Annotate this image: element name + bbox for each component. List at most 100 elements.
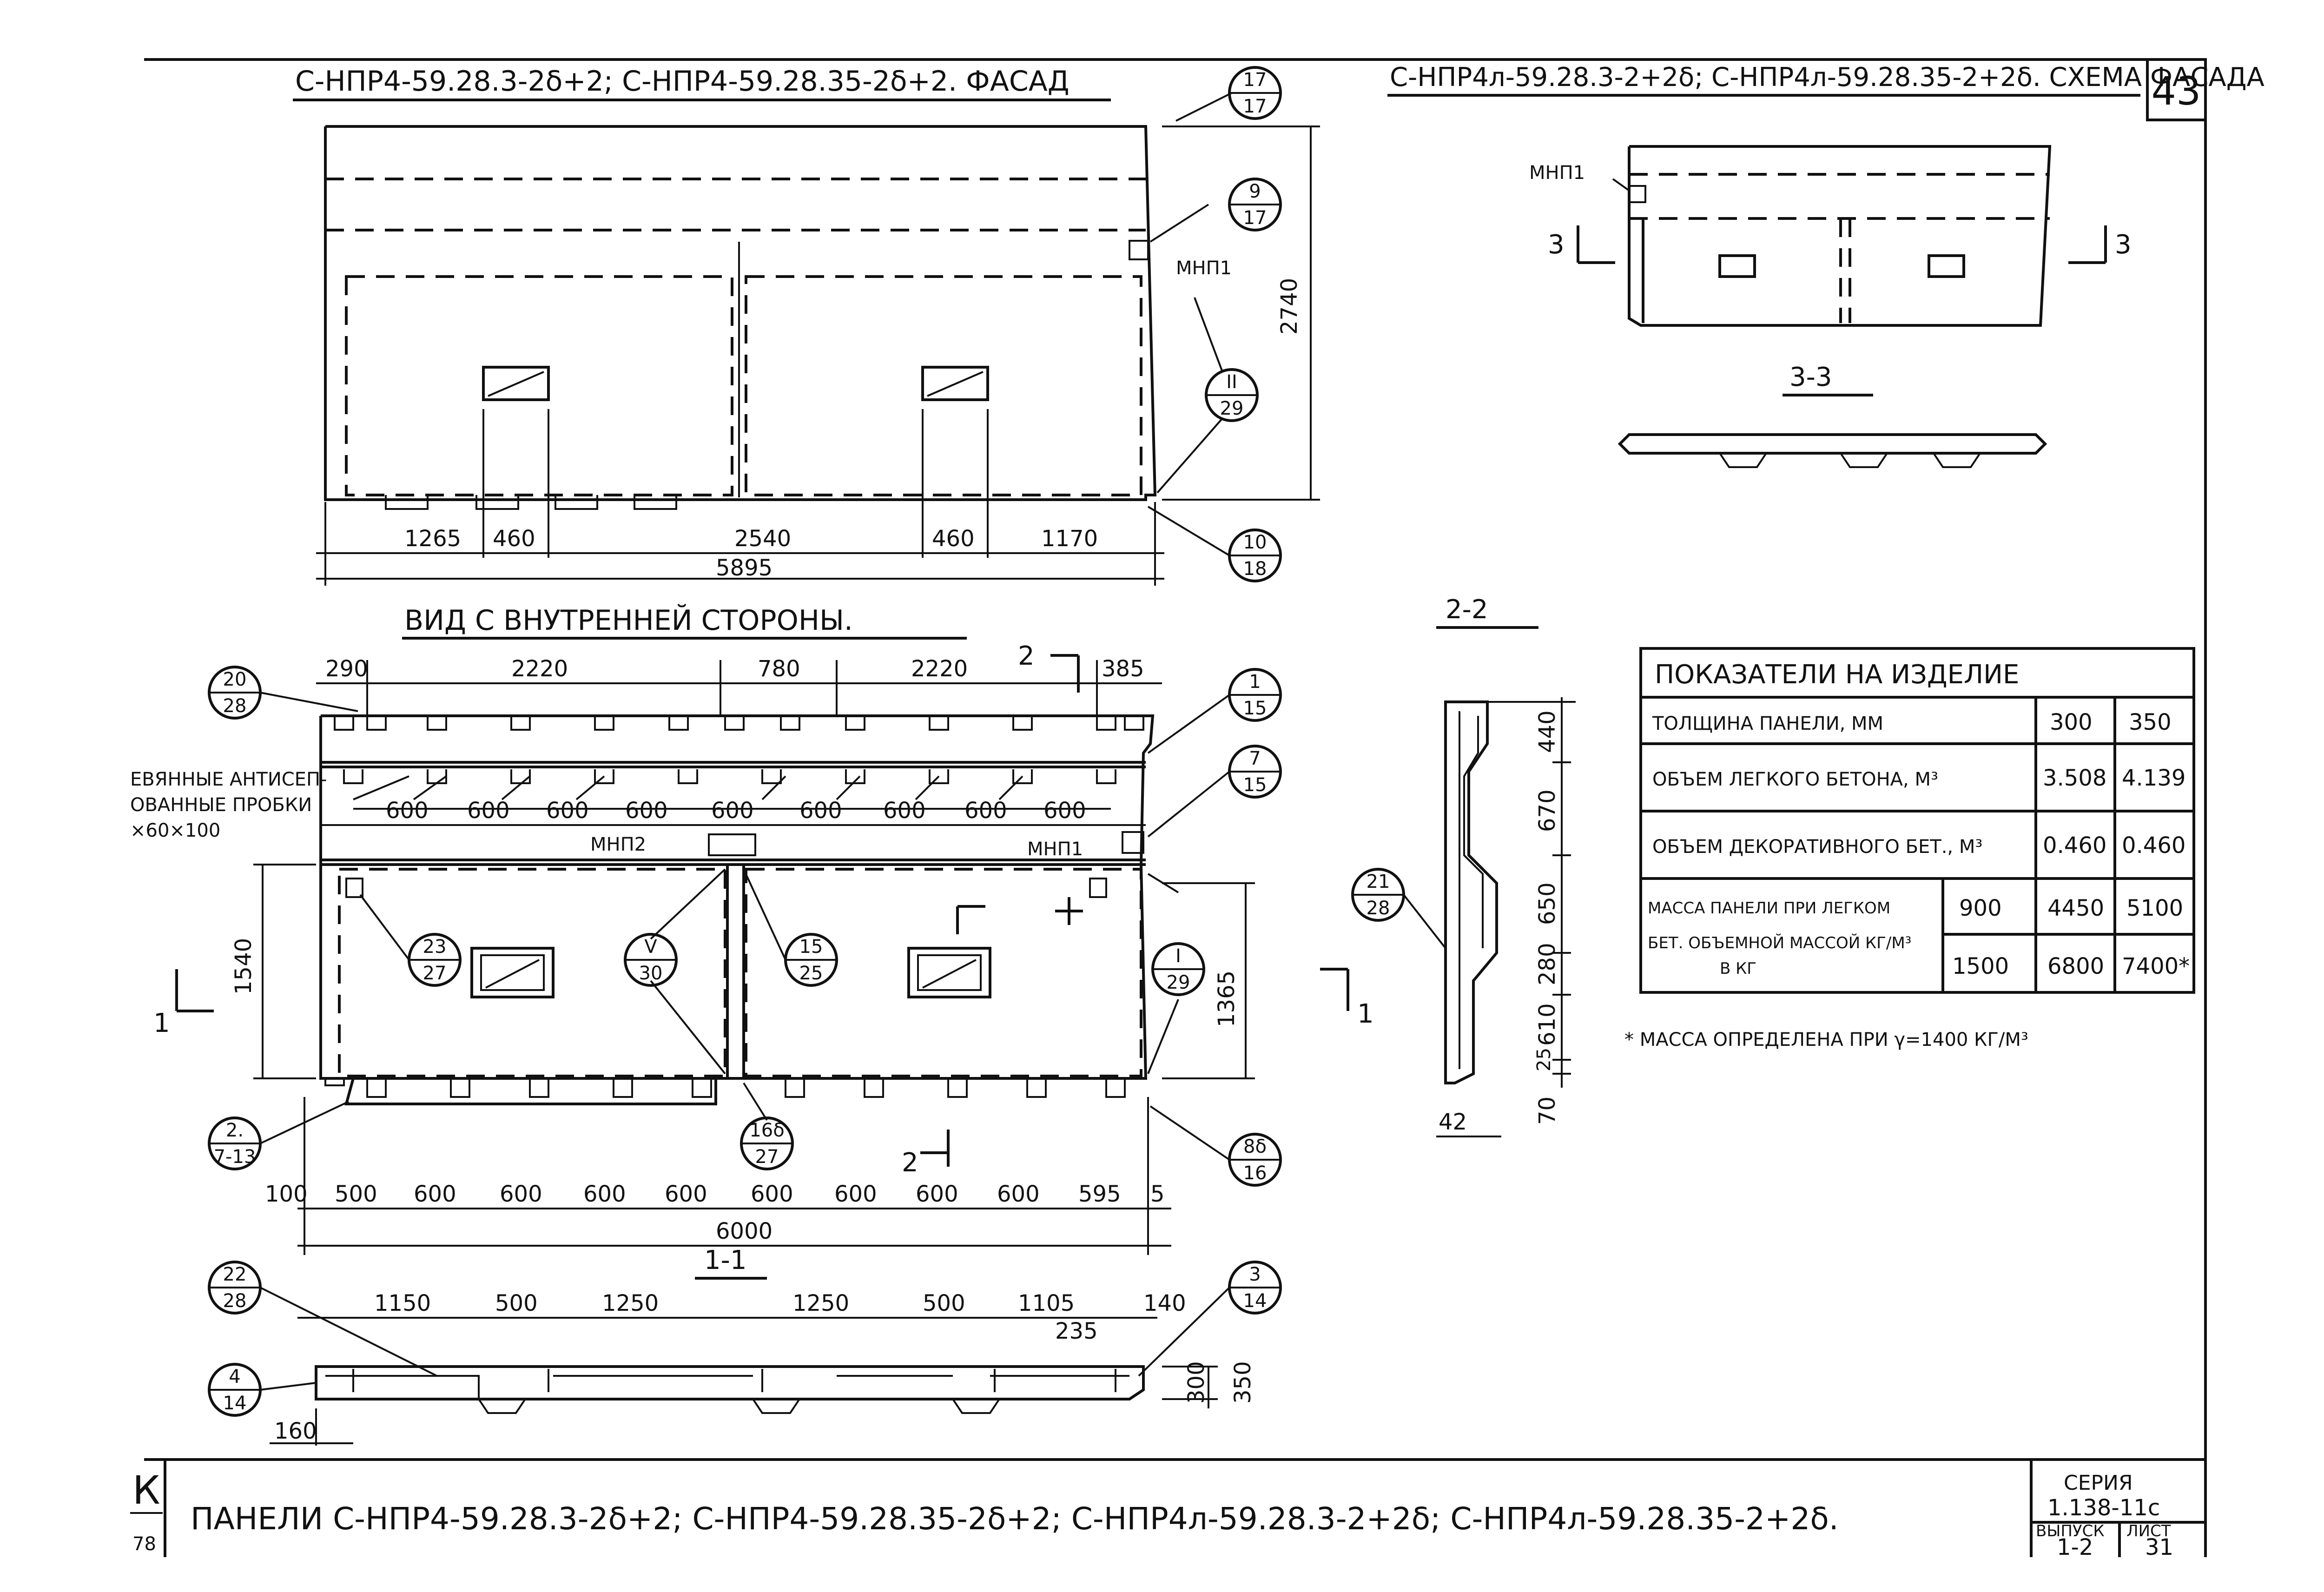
svg-text:7400*: 7400* <box>2122 953 2190 979</box>
svg-text:0.460: 0.460 <box>2043 832 2106 859</box>
svg-text:9: 9 <box>1249 181 1261 202</box>
svg-text:20: 20 <box>223 669 247 690</box>
plugs-note-3: ×60×100 <box>130 820 220 841</box>
issue-label: ВЫПУСК <box>2036 1522 2105 1540</box>
inner-cut-1-left: 1 <box>153 1008 170 1038</box>
section-2-2-title: 2-2 <box>1446 595 1488 625</box>
svg-text:600: 600 <box>997 1181 1040 1207</box>
inner-dim-780: 780 <box>758 656 800 682</box>
svg-text:650: 650 <box>1534 882 1560 925</box>
section11-dim-350: 350 <box>1230 1361 1256 1404</box>
svg-text:600: 600 <box>467 798 510 824</box>
svg-text:1105: 1105 <box>1018 1290 1075 1316</box>
stamp-letter: К <box>132 1467 160 1513</box>
section11-dim-235: 235 <box>1055 1318 1098 1344</box>
svg-text:350: 350 <box>2129 709 2172 735</box>
inner-bottom-dims: 100 500 600 600 600 600 600 600 600 600 … <box>265 1181 1165 1207</box>
inner-cut-2-top: 2 <box>1018 641 1035 671</box>
inner-dim-6000: 6000 <box>716 1218 772 1244</box>
inner-dim-2220-left: 2220 <box>511 656 568 682</box>
table-title: ПОКАЗАТЕЛИ НА ИЗДЕЛИЕ <box>1655 660 2019 690</box>
inner-dim-1540: 1540 <box>231 938 257 995</box>
sheet-label: ЛИСТ <box>2126 1522 2171 1540</box>
svg-text:600: 600 <box>583 1181 626 1207</box>
svg-text:600: 600 <box>546 798 589 824</box>
svg-text:21: 21 <box>1367 871 1390 892</box>
section11-callout-3-14: 3 14 <box>1138 1261 1282 1377</box>
svg-text:28: 28 <box>223 695 247 717</box>
facade-scheme: С-НПР4л-59.28.3-2+2δ; С-НПР4л-59.28.35-2… <box>1387 62 2265 468</box>
plugs-note-1: ЕВЯННЫЕ АНТИСЕП- <box>130 769 327 790</box>
inner-callout-15-25: 15 25 <box>743 869 838 987</box>
svg-text:17: 17 <box>1243 96 1267 117</box>
svg-text:27: 27 <box>755 1146 779 1168</box>
table-row-decor-concrete: ОБЪЕМ ДЕКОРАТИВНОГО БЕТ., М³ <box>1652 836 1982 858</box>
facade-dim-1265: 1265 <box>404 526 461 552</box>
facade-mnp1-label: МНП1 <box>1176 258 1232 279</box>
svg-text:16δ: 16δ <box>749 1120 784 1141</box>
inner-callout-V-30: V 30 <box>624 868 726 1075</box>
sheet-frame: 43 <box>144 58 2207 1557</box>
svg-text:1500: 1500 <box>1952 953 2009 979</box>
svg-text:25: 25 <box>799 963 823 984</box>
svg-text:500: 500 <box>923 1290 965 1316</box>
svg-text:600: 600 <box>500 1181 542 1207</box>
facade-dim-2740: 2740 <box>1276 278 1302 335</box>
svg-text:29: 29 <box>1167 972 1190 993</box>
svg-text:610: 610 <box>1534 1003 1560 1046</box>
svg-text:4.139: 4.139 <box>2122 765 2185 791</box>
svg-text:6800: 6800 <box>2047 953 2104 979</box>
svg-text:600: 600 <box>916 1181 958 1207</box>
facade-view: С-НПР4-59.28.3-2δ+2; С-НПР4-59.28.35-2δ+… <box>293 65 1320 586</box>
svg-text:600: 600 <box>751 1181 793 1207</box>
inner-callout-20-28: 20 28 <box>208 666 358 720</box>
inner-callout-1-15: 1 15 <box>1147 668 1282 754</box>
scheme-cut-right: 3 <box>2115 230 2132 260</box>
series-label: СЕРИЯ <box>2064 1471 2133 1495</box>
title-block: К 78 ПАНЕЛИ С-НПР4-59.28.3-2δ+2; С-НПР4-… <box>130 1460 2205 1560</box>
table-row-light-concrete: ОБЪЕМ ЛЕГКОГО БЕТОНА, М³ <box>1652 769 1938 790</box>
facade-callout-II-29: II 29 <box>1156 297 1259 494</box>
svg-text:30: 30 <box>639 963 663 984</box>
facade-dim-1170: 1170 <box>1041 526 1098 552</box>
inner-callout-8d-16: 8δ 16 <box>1149 1105 1282 1187</box>
svg-text:22: 22 <box>223 1264 247 1285</box>
svg-text:17: 17 <box>1243 69 1267 91</box>
svg-text:15: 15 <box>1243 774 1267 796</box>
section22-dims: 440 670 650 280 610 25 70 <box>1533 710 1560 1125</box>
sheet-value: 31 <box>2145 1534 2173 1560</box>
svg-text:600: 600 <box>414 1181 456 1207</box>
inner-dim-385: 385 <box>1102 656 1144 682</box>
svg-text:V: V <box>644 936 657 958</box>
indicators-table: ПОКАЗАТЕЛИ НА ИЗДЕЛИЕ ТОЛЩИНА ПАНЕЛИ, ММ… <box>1624 647 2195 1050</box>
svg-text:600: 600 <box>1043 798 1086 824</box>
svg-text:5: 5 <box>1150 1181 1165 1207</box>
svg-text:600: 600 <box>386 798 429 824</box>
svg-text:16: 16 <box>1243 1163 1267 1184</box>
svg-text:140: 140 <box>1143 1290 1186 1316</box>
svg-text:280: 280 <box>1534 943 1560 985</box>
svg-text:1250: 1250 <box>792 1290 849 1316</box>
svg-text:4: 4 <box>229 1366 240 1387</box>
table-mass-label-1: МАССА ПАНЕЛИ ПРИ ЛЕГКОМ <box>1648 899 1890 918</box>
svg-text:28: 28 <box>1367 898 1390 919</box>
inner-dim-2220-right: 2220 <box>911 656 968 682</box>
svg-text:8δ: 8δ <box>1243 1136 1267 1157</box>
svg-text:2.: 2. <box>226 1120 244 1141</box>
svg-text:500: 500 <box>495 1290 538 1316</box>
svg-text:15: 15 <box>799 936 823 958</box>
svg-text:600: 600 <box>625 798 668 824</box>
table-mass-label-2: БЕТ. ОБЪЕМНОЙ МАССОЙ КГ/М³ <box>1648 933 1911 952</box>
svg-text:18: 18 <box>1243 558 1267 580</box>
section-2-2: 2-2 440 670 650 280 610 25 70 42 21 28 <box>1351 595 1576 1137</box>
svg-text:10: 10 <box>1243 532 1267 553</box>
facade-callout-17-17: 17 17 <box>1175 66 1282 122</box>
svg-text:440: 440 <box>1534 710 1560 753</box>
svg-text:27: 27 <box>423 963 447 984</box>
svg-text:17: 17 <box>1243 207 1267 229</box>
section11-dims: 1150 500 1250 1250 500 1105 140 <box>374 1290 1186 1316</box>
svg-text:14: 14 <box>1243 1290 1267 1312</box>
facade-callout-9-17: 9 17 <box>1149 178 1282 243</box>
inner-callout-2-7-13: 2. 7-13 <box>208 1101 349 1170</box>
table-footnote: * МАССА ОПРЕДЕЛЕНА ПРИ γ=1400 КГ/М³ <box>1624 1029 2028 1050</box>
